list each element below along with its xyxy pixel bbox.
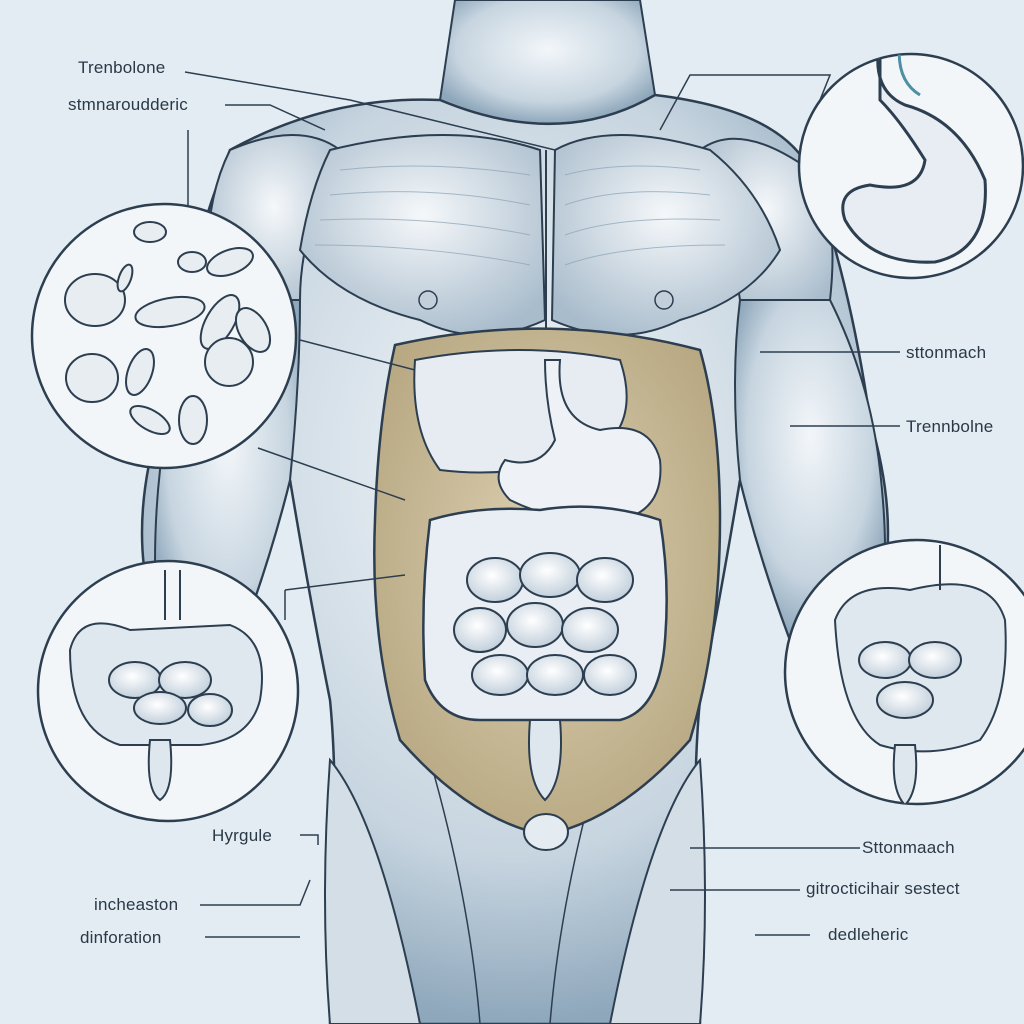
label-dedleheric: dedleheric bbox=[828, 925, 909, 944]
stomach-inset bbox=[797, 52, 1024, 280]
label-stmnaroudderic: stmnaroudderic bbox=[68, 95, 188, 114]
label-hyrgule: Hyrgule bbox=[212, 826, 272, 845]
rectum bbox=[528, 719, 562, 802]
leader-lines bbox=[184, 71, 900, 938]
pill-fragments-inset bbox=[30, 202, 298, 470]
right-nipple bbox=[654, 290, 674, 310]
inner-thigh-left bbox=[429, 759, 481, 1024]
label-gitrocticihair-sestect: gitrocticihair sestect bbox=[806, 879, 960, 898]
label-trennbolne: Trennbolne bbox=[906, 417, 994, 436]
neck bbox=[438, 0, 657, 125]
label-incheaston: incheaston bbox=[94, 895, 179, 914]
left-pectoral bbox=[298, 134, 547, 336]
small-intestine bbox=[453, 552, 637, 696]
label-sttonmaach: Sttonmaach bbox=[862, 838, 955, 857]
left-nipple bbox=[418, 290, 438, 310]
label-sttonmach: sttonmach bbox=[906, 343, 987, 362]
right-pectoral bbox=[550, 134, 782, 336]
abdominal-cavity bbox=[373, 327, 722, 851]
left-leg bbox=[324, 757, 422, 1024]
label-trenbolone-top: Trenbolone bbox=[78, 58, 166, 77]
label-dinforation: dinforation bbox=[80, 928, 162, 947]
pelvic-bulb bbox=[523, 813, 569, 851]
right-leg bbox=[608, 757, 706, 1024]
left-intestine-inset bbox=[36, 559, 300, 823]
right-intestine-inset bbox=[783, 538, 1024, 806]
